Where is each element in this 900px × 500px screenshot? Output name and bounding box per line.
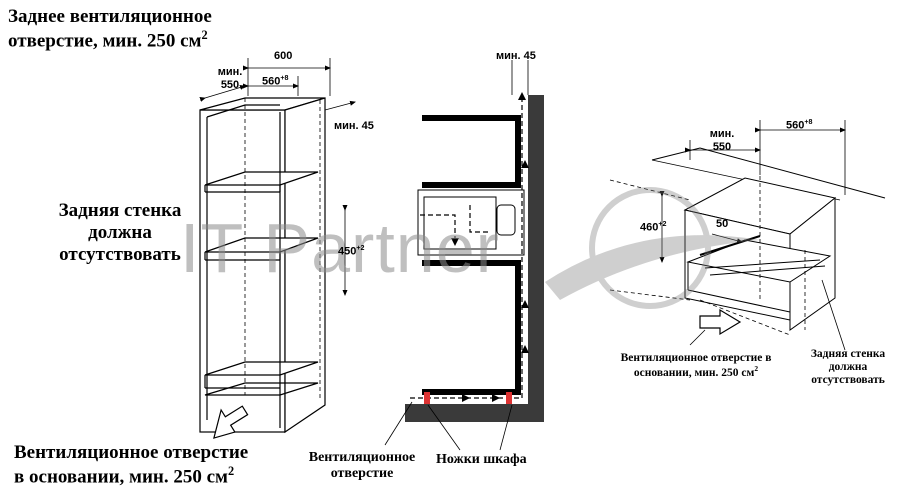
dim-560: 560+8 [262, 74, 289, 88]
dim-min45-middle: мин. 45 [496, 50, 536, 62]
left-airflow-arrow [213, 405, 249, 439]
base-vent-label-left: Вентиляционное отверстие в основании, ми… [14, 442, 249, 488]
left-dimensions [199, 58, 356, 296]
dim-min-550-right: мин. 550 [709, 128, 735, 153]
cross-section [384, 60, 544, 451]
dim-450: 450+2 [338, 244, 365, 258]
dim-min45-left: мин. 45 [334, 120, 374, 132]
right-airflow-arrow [699, 308, 742, 336]
dim-560-right: 560+8 [786, 118, 813, 132]
dim-600: 600 [274, 50, 293, 62]
watermark-logo [545, 187, 760, 309]
legs-label: Ножки шкафа [436, 452, 527, 467]
tall-cabinet [199, 97, 326, 434]
watermark-text: IT Partner [180, 209, 500, 287]
dim-460: 460+2 [640, 220, 667, 234]
dim-50: 50 [716, 218, 729, 230]
dim-min-550: мин. 550 [217, 66, 243, 91]
vent-label-middle: Вентиляционное отверстие [308, 450, 416, 482]
base-vent-label-right: Вентиляционное отверстие в основании, ми… [620, 352, 772, 380]
back-wall-note-right: Задняя стенка должна отсутствовать [810, 348, 886, 387]
rear-vent-label: Заднее вентиляционное отверстие, мин. 25… [8, 6, 212, 52]
undercounter-cabinet [609, 120, 886, 351]
back-wall-note-left: Задняя стенка должна отсутствовать [58, 200, 182, 265]
